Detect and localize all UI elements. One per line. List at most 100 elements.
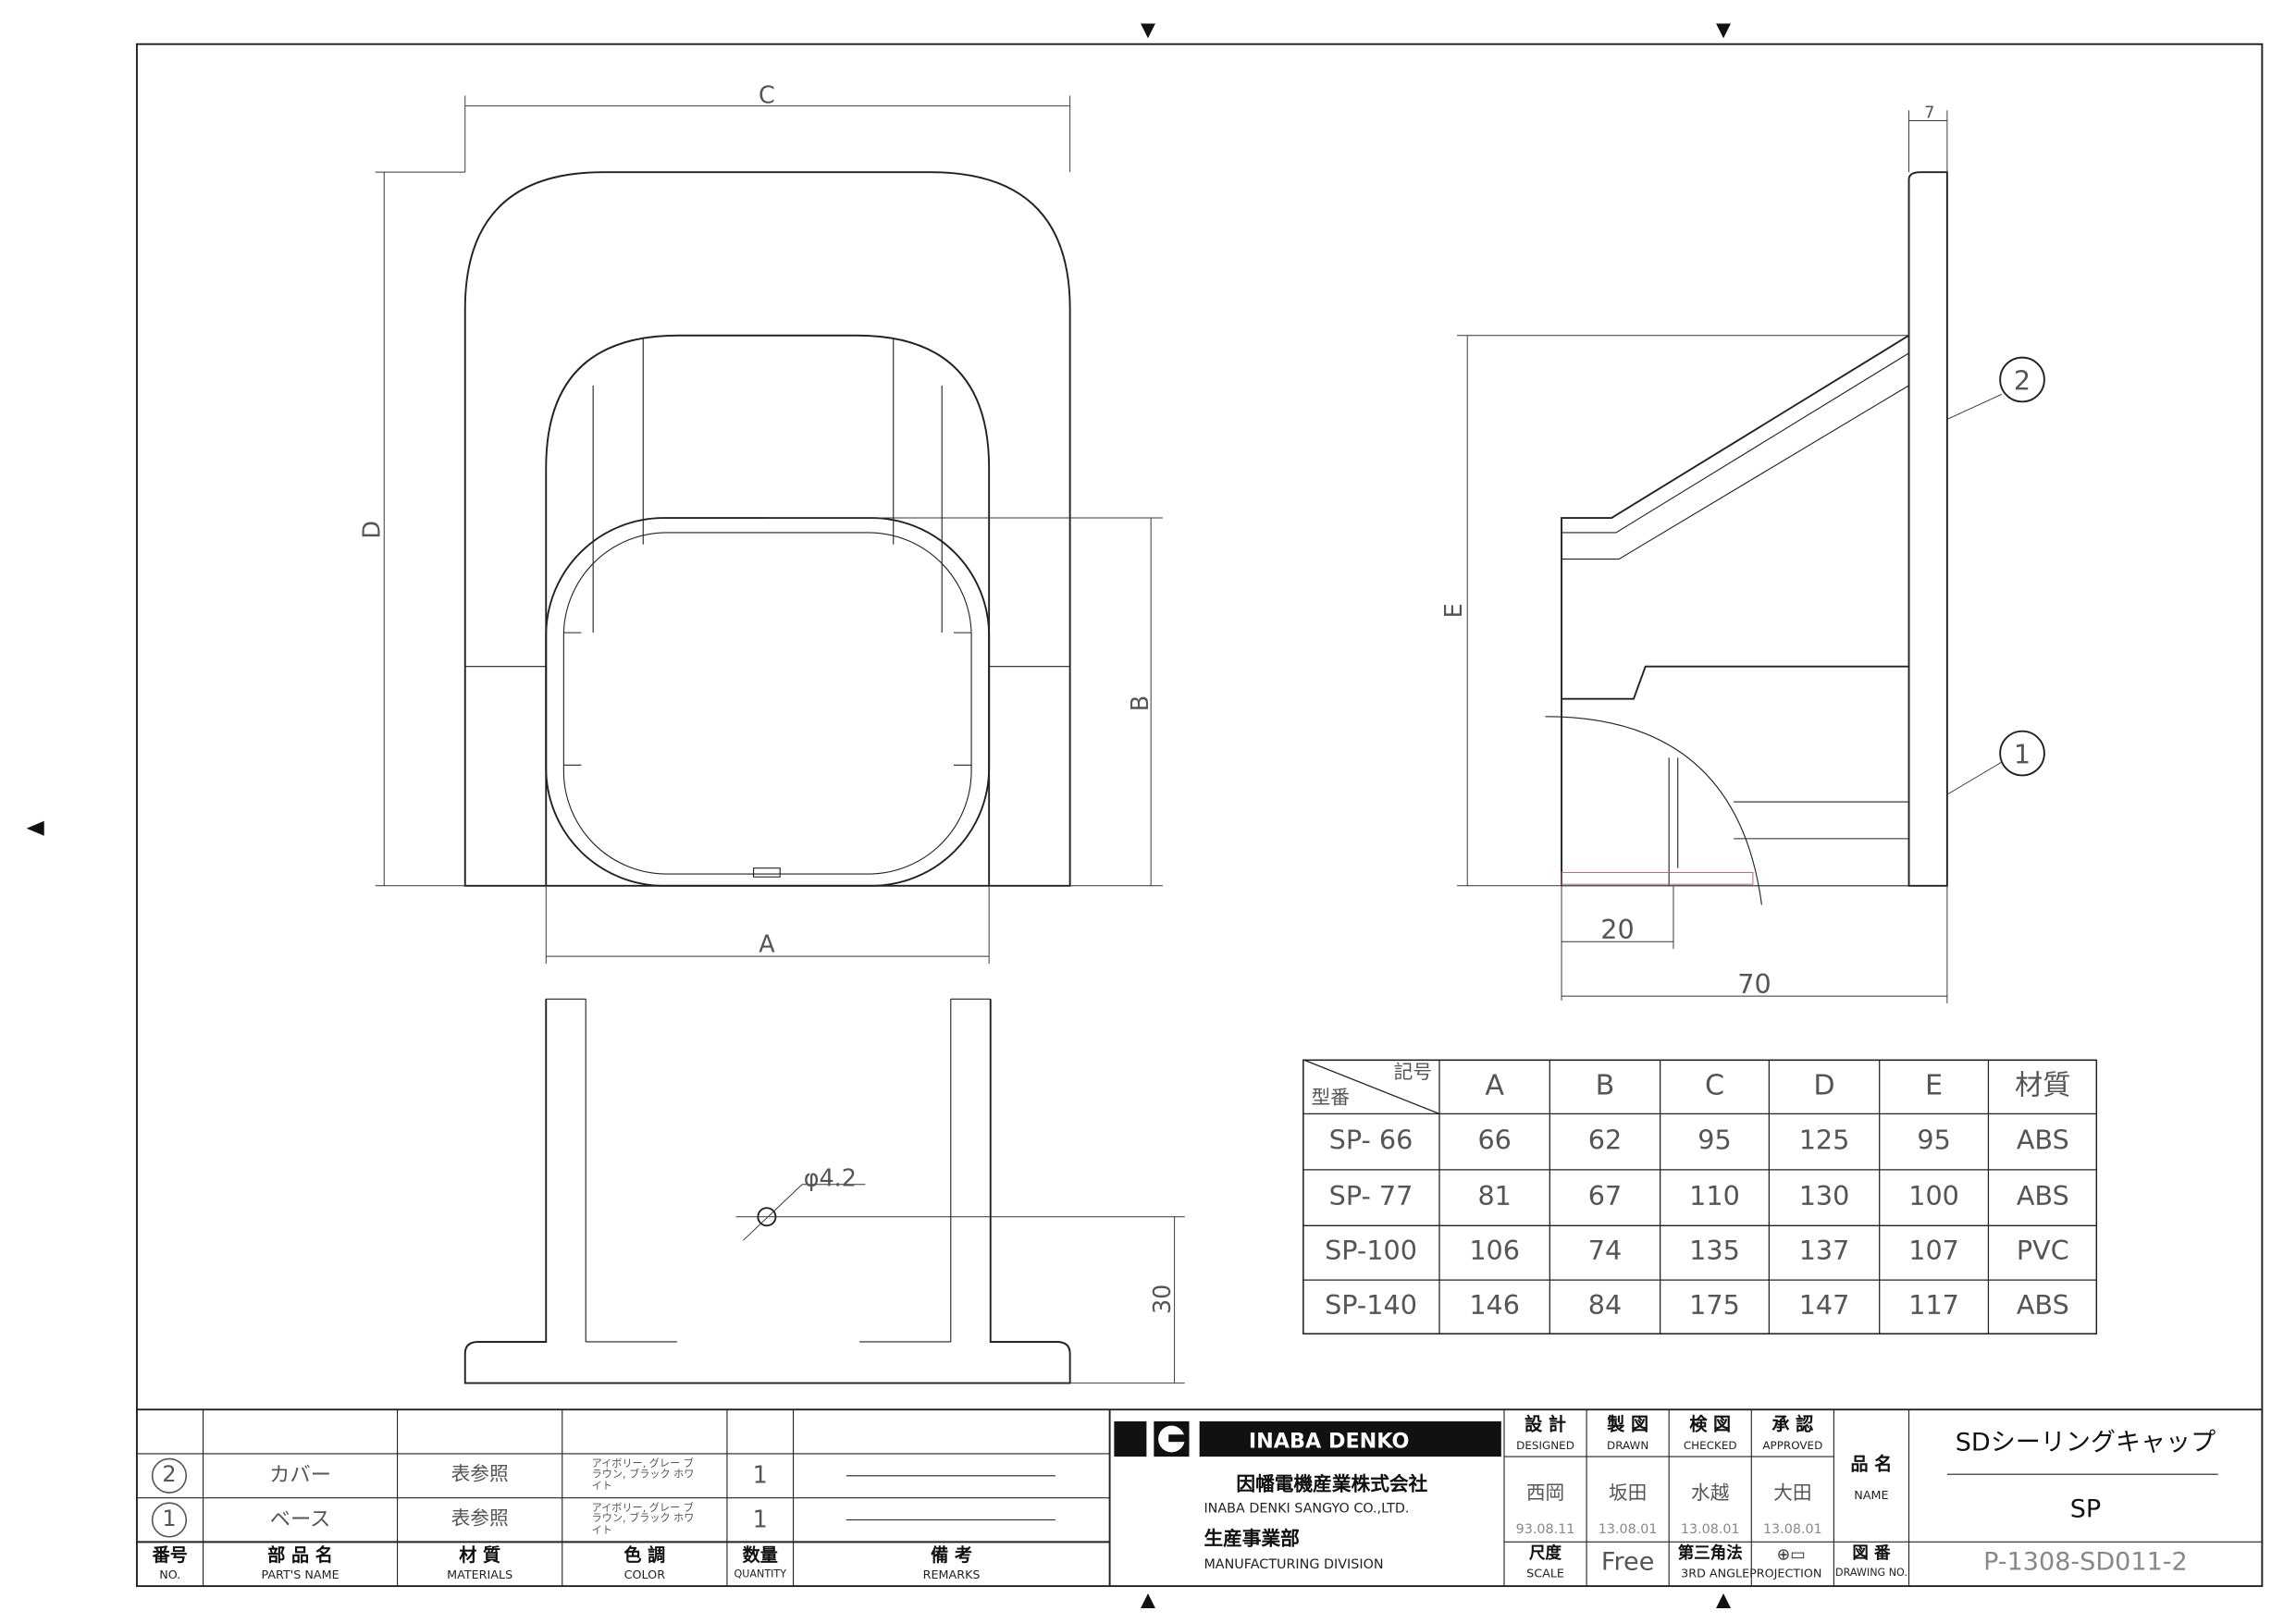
parts-header-jp: 備 考 (931, 1544, 973, 1566)
parts-header-jp: 材 質 (459, 1544, 501, 1566)
center-marks (26, 23, 1732, 1608)
table-header-cell: 材質 (2015, 1068, 2071, 1101)
table-cell: 74 (1587, 1236, 1623, 1267)
signoff-date: 93.08.11 (1515, 1522, 1575, 1538)
scale-value: Free (1600, 1547, 1655, 1578)
table-cell: 100 (1908, 1180, 1959, 1212)
scale-label-en: SCALE (1526, 1567, 1564, 1580)
parts-header-en: NO. (159, 1568, 181, 1582)
signoff-role-jp: 検 図 (1689, 1413, 1732, 1434)
part-material: 表参照 (451, 1508, 509, 1531)
table-header-cell: A (1485, 1068, 1505, 1101)
model-cell: SP- 66 (1328, 1125, 1413, 1156)
table-header-cell: B (1595, 1068, 1615, 1101)
signoff-role-en: APPROVED (1762, 1439, 1823, 1453)
drawing-no-label-jp: 図 番 (1852, 1543, 1891, 1563)
table-cell: 84 (1587, 1290, 1623, 1322)
hole-diameter-label: φ4.2 (804, 1164, 857, 1192)
dim-label-70: 70 (1737, 968, 1771, 1000)
dim-label-c: C (759, 81, 775, 109)
table-cell: 110 (1689, 1180, 1740, 1212)
signoff-role-jp: 承 認 (1771, 1413, 1814, 1434)
part-2-balloon (1999, 356, 2045, 403)
table-cell: ABS (2016, 1180, 2069, 1212)
table-cell: 107 (1908, 1236, 1959, 1267)
front-view: C D B A (358, 81, 1163, 965)
title-block-grid (136, 1408, 2263, 1587)
signoff-name: 西岡 (1525, 1483, 1565, 1506)
signoff-date: 13.08.01 (1598, 1522, 1658, 1538)
part-quantity: 1 (752, 1460, 768, 1489)
table-cell: 81 (1477, 1180, 1512, 1212)
dim-label-b: B (1127, 695, 1154, 711)
product-code: SP (2069, 1494, 2102, 1525)
table-cell: 95 (1917, 1125, 1951, 1156)
name-label-en: NAME (1854, 1488, 1889, 1503)
parts-header-jp: 色 調 (623, 1544, 666, 1566)
company-name-en: INABA DENKI SANGYO CO.,LTD. (1204, 1502, 1410, 1518)
third-angle-projection-icon: ⊕▭ (1776, 1544, 1806, 1564)
projection-label-jp: 第三角法 (1677, 1543, 1743, 1563)
table-cell: 137 (1798, 1236, 1850, 1267)
dim-label-7: 7 (1924, 104, 1934, 122)
projection-label-en: 3RD ANGLEPROJECTION (1681, 1567, 1822, 1580)
model-cell: SP- 77 (1328, 1180, 1413, 1212)
table-header-cell: C (1704, 1068, 1725, 1101)
side-view: 2 1 7 E 20 70 (1440, 104, 2045, 1004)
parts-header-en: COLOR (623, 1568, 666, 1582)
table-cell: 135 (1689, 1236, 1740, 1267)
part-material: 表参照 (451, 1464, 509, 1487)
table-cell: 62 (1587, 1125, 1623, 1156)
table-cell: 106 (1469, 1236, 1520, 1267)
parts-header-en: QUANTITY (734, 1568, 787, 1581)
signoff-date: 13.08.01 (1680, 1522, 1740, 1538)
part-color: アイボリー, グレー ブラウン, ブラック ホワイト (591, 1502, 695, 1536)
parts-header-jp: 数量 (742, 1544, 778, 1566)
scale-label-jp: 尺度 (1529, 1543, 1562, 1563)
model-cell: SP-100 (1325, 1236, 1417, 1267)
part-name: ベース (269, 1507, 331, 1531)
dim-label-20: 20 (1600, 914, 1634, 945)
dim-label-e: E (1440, 603, 1468, 618)
table-cell: 95 (1697, 1125, 1732, 1156)
parts-header-en: PART'S NAME (261, 1568, 339, 1582)
part-name: カバー (269, 1463, 331, 1487)
part-number-balloon: 2 (151, 1457, 188, 1494)
part-2-number: 2 (2014, 365, 2031, 397)
signoff-role-jp: 製 図 (1607, 1413, 1649, 1434)
dim-label-d: D (358, 521, 386, 539)
table-cell: 130 (1798, 1180, 1850, 1212)
table-cell: PVC (2016, 1236, 2069, 1267)
signoff-name: 坂田 (1608, 1483, 1648, 1506)
table-cell: 175 (1689, 1290, 1740, 1322)
bottom-view: φ4.2 30 (463, 998, 1185, 1384)
table-cell: ABS (2016, 1125, 2069, 1156)
model-cell: SP-140 (1325, 1290, 1417, 1322)
signoff-role-en: DESIGNED (1516, 1439, 1574, 1453)
name-label-jp: 品 名 (1850, 1453, 1893, 1474)
signoff-role-en: CHECKED (1683, 1439, 1737, 1453)
table-cell: ABS (2016, 1290, 2069, 1322)
parts-header-en: REMARKS (922, 1568, 981, 1582)
corner-label-model: 型番 (1311, 1088, 1350, 1110)
inaba-denko-logo: INABA DENKO (1114, 1420, 1501, 1457)
table-cell: 117 (1908, 1290, 1959, 1322)
brand-name: INABA DENKO (1249, 1430, 1410, 1454)
signoff-role-en: DRAWN (1607, 1439, 1649, 1453)
table-cell: 146 (1469, 1290, 1520, 1322)
corner-label-symbol: 記号 (1393, 1062, 1433, 1085)
part-number-balloon: 1 (151, 1502, 188, 1538)
parts-header-jp: 部 品 名 (267, 1544, 333, 1566)
division-jp: 生産事業部 (1204, 1529, 1300, 1552)
part-quantity: 1 (752, 1504, 768, 1533)
dim-label-a: A (759, 930, 775, 958)
table-header-cell: D (1813, 1068, 1835, 1101)
dim-label-30: 30 (1149, 1285, 1177, 1314)
table-cell: 125 (1798, 1125, 1850, 1156)
signoff-date: 13.08.01 (1762, 1522, 1822, 1538)
table-cell: 67 (1587, 1180, 1623, 1212)
part-1-number: 1 (2014, 739, 2031, 770)
